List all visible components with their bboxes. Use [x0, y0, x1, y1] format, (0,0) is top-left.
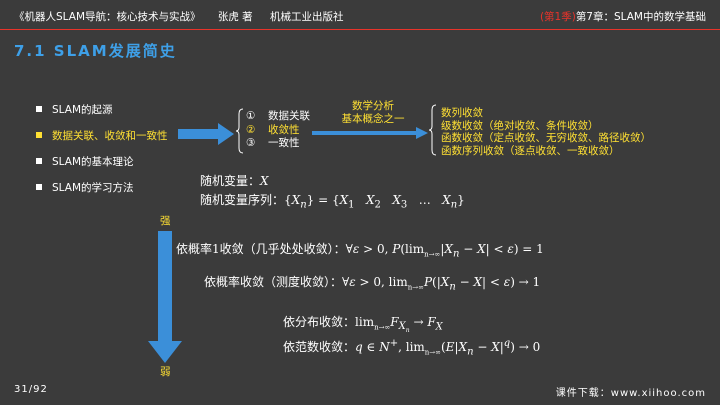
bullet-square-icon	[36, 132, 42, 138]
probability-convergence: 依概率收敛（测度收敛）：∀ε > 0, limn→∞P(|Xn − X| < ε…	[204, 275, 541, 293]
right-arrow-icon	[178, 123, 234, 145]
bullet-label: SLAM的基本理论	[52, 155, 134, 168]
norm-convergence: 依范数收敛：q ∈ N+, limn→∞(E|Xn − X|q) → 0	[283, 338, 541, 358]
random-sequence-def: 随机变量序列：{Xn} = {X1 X2 X3 … Xn}	[200, 193, 465, 211]
bullet-label: SLAM的学习方法	[52, 181, 134, 194]
header-divider	[0, 29, 720, 30]
section-title: 7.1 SLAM发展简史	[14, 42, 177, 60]
almost-sure-convergence: 依概率1收敛（几乎处处收敛）：∀ε > 0, P(limn→∞|Xn − X| …	[176, 242, 544, 260]
bullet-label: 数据关联、收敛和一致性	[52, 129, 168, 142]
book-title: 《机器人SLAM导航：核心技术与实战》	[14, 11, 201, 23]
random-variable-def: 随机变量：X	[200, 174, 269, 188]
bullet-list: SLAM的起源 数据关联、收敛和一致性 SLAM的基本理论 SLAM的学习方法	[36, 96, 168, 200]
publisher: 机械工业出版社	[270, 11, 344, 23]
page-number: 31/92	[14, 384, 48, 395]
bullet-square-icon	[36, 158, 42, 164]
courseware-download-link[interactable]: 课件下载：www.xiihoo.com	[555, 388, 706, 399]
header-right: (第1季)第7章：SLAM中的数学基础	[540, 9, 706, 24]
strong-label: 强	[160, 215, 171, 227]
left-brace-icon	[429, 104, 437, 156]
bullet-item-basic-theory: SLAM的基本理论	[36, 148, 168, 174]
bullet-square-icon	[36, 106, 42, 112]
convergence-type-item: 级数收敛（绝对收敛、条件收敛）	[441, 119, 599, 132]
right-arrow-icon	[312, 127, 428, 139]
weak-label: 弱	[160, 366, 171, 378]
bullet-item-learning-methods: SLAM的学习方法	[36, 174, 168, 200]
convergence-type-item: 函数序列收敛（逐点收敛、一致收敛）	[441, 144, 620, 157]
convergence-type-item: 数列收敛	[441, 107, 483, 119]
author: 张虎 著	[217, 11, 253, 23]
bullet-item-origin: SLAM的起源	[36, 96, 168, 122]
chapter-title: 第7章：SLAM中的数学基础	[575, 11, 706, 23]
convergence-type-list: 数列收敛 级数收敛（绝对收敛、条件收敛） 函数收敛（定点收敛、无穷收敛、路径收敛…	[441, 107, 651, 157]
math-concept-label: 数学分析 基本概念之一	[341, 100, 405, 125]
header-left: 《机器人SLAM导航：核心技术与实战》 张虎 著 机械工业出版社	[14, 9, 358, 24]
bullet-label: SLAM的起源	[52, 103, 113, 116]
bullet-square-icon	[36, 184, 42, 190]
left-brace-icon	[236, 108, 244, 154]
convergence-type-item: 函数收敛（定点收敛、无穷收敛、路径收敛）	[441, 132, 651, 144]
down-arrow-icon	[148, 231, 182, 363]
bullet-item-data-association: 数据关联、收敛和一致性	[36, 122, 168, 148]
distribution-convergence: 依分布收敛：limn→∞FXn → FX	[283, 315, 443, 335]
season-label: (第1季)	[539, 11, 576, 23]
